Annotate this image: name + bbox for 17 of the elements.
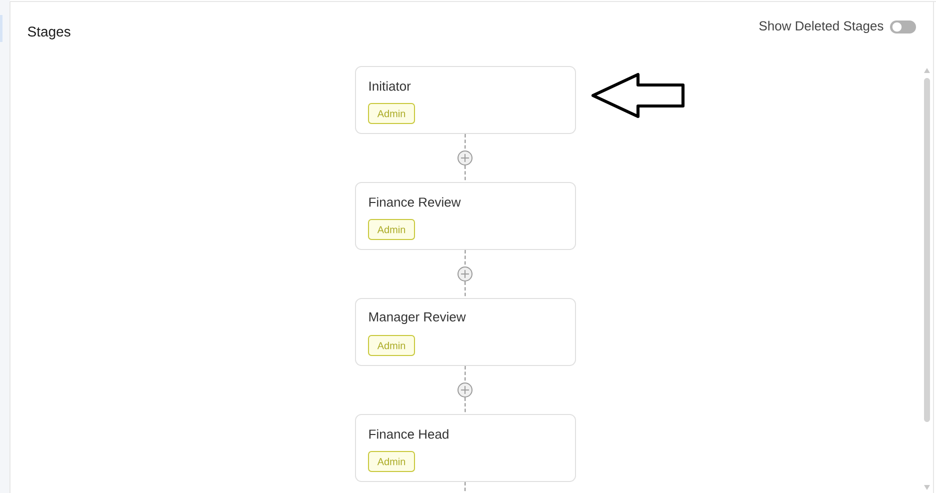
block-arrow [591,72,685,118]
plus-circle [458,150,472,166]
plus-circle [458,266,472,282]
dashed-connector [464,134,466,151]
dashed-connector [464,366,466,383]
toggle-label: Show Deleted Stages [759,20,884,34]
role-badge: Admin [368,219,415,240]
dashed-connector [464,250,466,267]
section-heading: Stages [28,26,70,40]
role-badge: Admin [368,335,415,356]
role-badge: Admin [368,451,415,472]
dashed-connector [464,482,466,493]
dashed-connector [464,165,466,182]
dashed-connector [464,397,466,414]
role-badge: Admin [368,103,415,124]
plus-circle [458,382,472,398]
dashed-connector [464,281,466,298]
